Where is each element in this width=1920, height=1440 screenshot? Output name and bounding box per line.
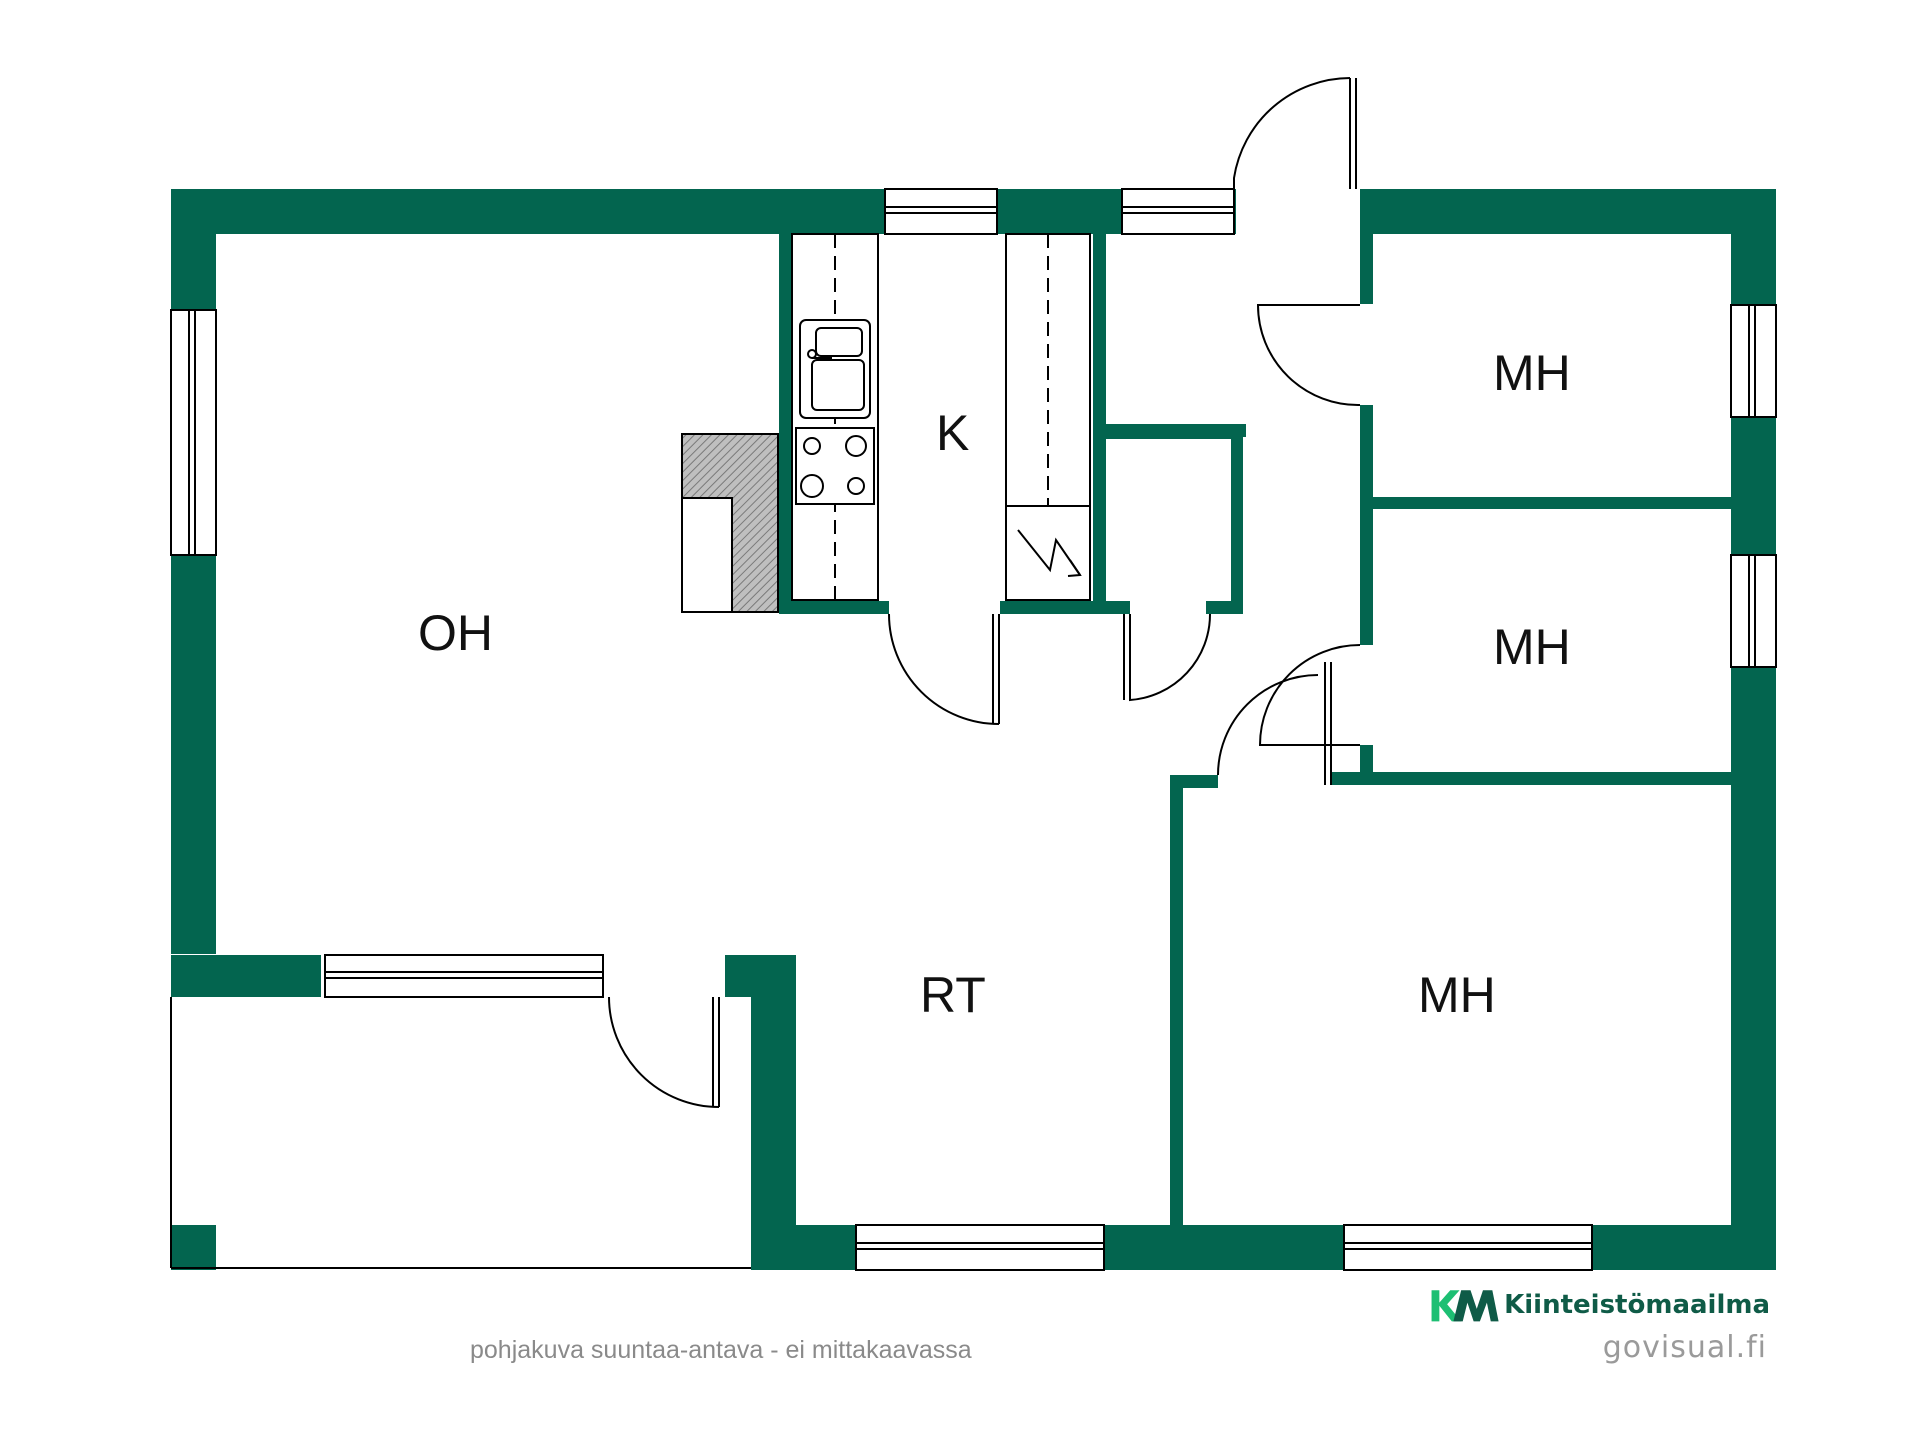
disclaimer-text: pohjakuva suuntaa-antava - ei mittakaava… — [470, 1336, 972, 1364]
doors — [608, 77, 1361, 1108]
balcony-outline — [170, 997, 751, 1269]
room-label-hall: RT — [920, 967, 986, 1023]
sink-icon — [799, 319, 871, 419]
windows — [170, 188, 1777, 1271]
stove-icon — [795, 427, 875, 505]
closet-walls — [1106, 424, 1246, 437]
brand-name: Kiinteistömaailma — [1504, 1290, 1770, 1320]
fridge-block — [681, 433, 779, 613]
km-logo-mark — [1431, 1290, 1499, 1322]
kitchen-counter-right — [1005, 233, 1091, 601]
credit-text: govisual.fi — [1602, 1330, 1767, 1365]
room-label-bedroom-top: MH — [1493, 345, 1571, 401]
brand-logo: Kiinteistömaailma — [1430, 1278, 1770, 1332]
wall-openings — [1236, 186, 1360, 238]
room-label-kitchen: K — [936, 405, 969, 461]
room-label-bedroom-bottom: MH — [1418, 967, 1496, 1023]
electric-panel-icon — [1017, 529, 1082, 577]
room-label-living: OH — [418, 605, 493, 661]
interior-walls — [779, 234, 1731, 1225]
room-label-bedroom-middle: MH — [1493, 619, 1571, 675]
